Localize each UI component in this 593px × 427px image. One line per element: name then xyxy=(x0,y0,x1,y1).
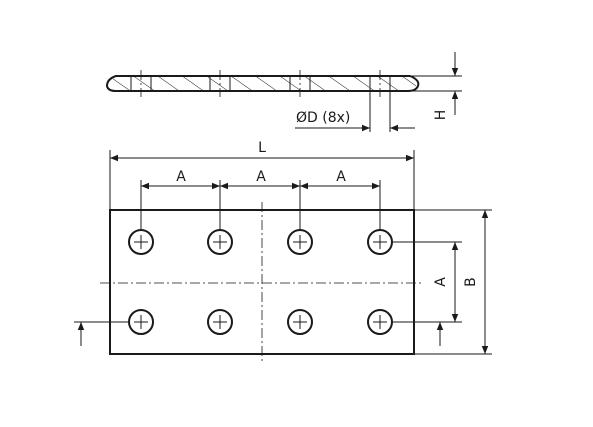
hole xyxy=(287,229,313,255)
pitch-dimension: A A A xyxy=(140,169,381,230)
diameter-dimension: ØD (8x) xyxy=(295,91,415,132)
width-label: B xyxy=(463,277,479,287)
right-reference-marker xyxy=(392,321,444,346)
row-spacing-label: A xyxy=(433,277,449,287)
height-label: H xyxy=(433,110,449,121)
holes xyxy=(128,229,393,335)
section-hatching xyxy=(109,77,417,90)
side-view-outline xyxy=(105,75,420,92)
pitch-label-2: A xyxy=(256,169,266,185)
hole xyxy=(287,309,313,335)
hole xyxy=(207,229,233,255)
left-reference-marker xyxy=(74,321,129,346)
height-dimension: H xyxy=(412,52,462,120)
hole xyxy=(367,229,393,255)
top-view: L A A A A xyxy=(74,140,492,362)
length-label: L xyxy=(258,140,266,156)
section-holes xyxy=(130,70,391,97)
hole xyxy=(207,309,233,335)
pitch-label-3: A xyxy=(336,169,346,185)
length-dimension: L xyxy=(109,140,415,210)
width-dimension: B xyxy=(414,209,492,355)
row-spacing-dimension: A xyxy=(392,241,462,323)
hole xyxy=(128,229,154,255)
side-view-section: H ØD (8x) xyxy=(105,52,462,132)
pitch-label-1: A xyxy=(176,169,186,185)
hole xyxy=(128,309,154,335)
diameter-label: ØD (8x) xyxy=(296,110,350,126)
hole xyxy=(367,309,393,335)
